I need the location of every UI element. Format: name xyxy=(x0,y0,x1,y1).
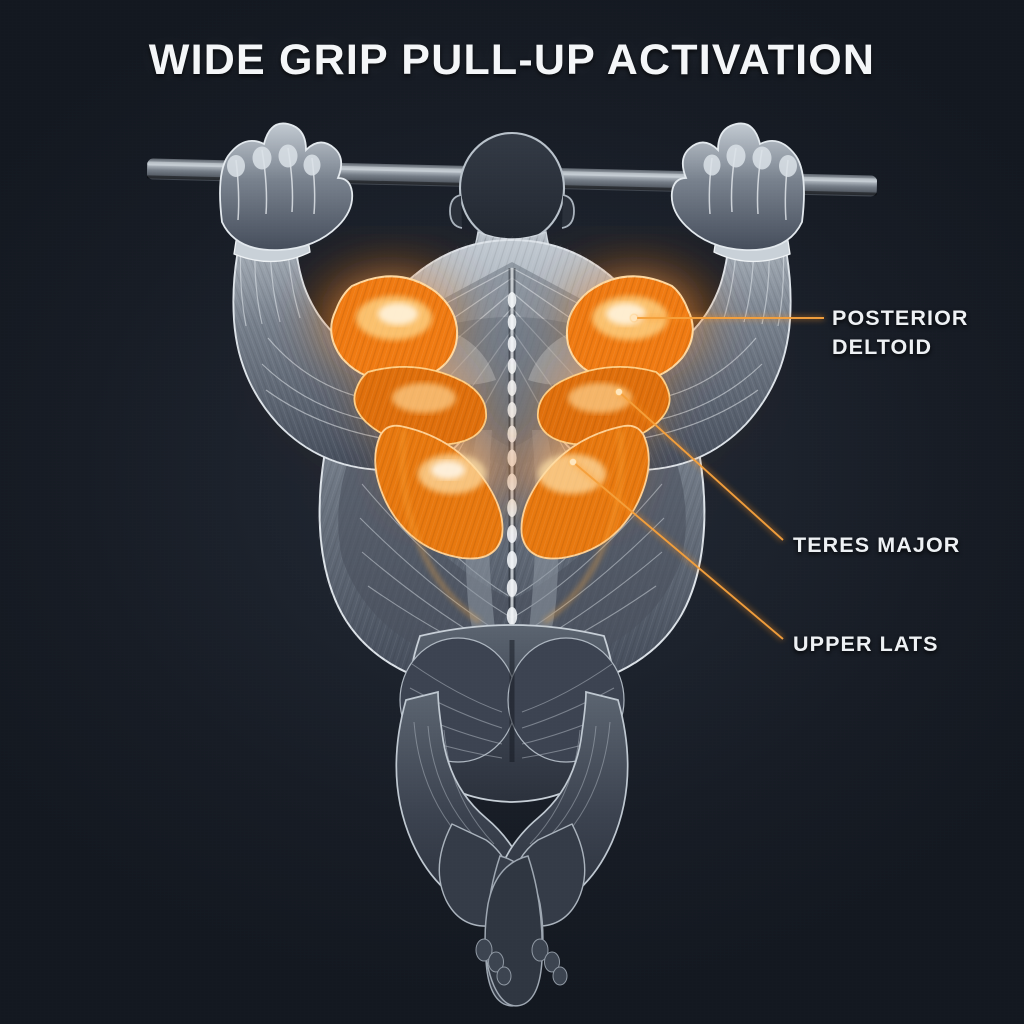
anchor-dot-upper-lats xyxy=(569,458,577,466)
leader-line-teres-major xyxy=(618,391,784,541)
left-hand-grip xyxy=(219,122,354,251)
right-posterior-deltoid-highlight xyxy=(566,275,694,382)
activated-muscles xyxy=(304,260,722,623)
left-upper-lats-highlight xyxy=(374,424,504,560)
page-title: WIDE GRIP PULL-UP ACTIVATION xyxy=(148,36,876,84)
label-upper-lats: UPPER LATS xyxy=(793,632,939,656)
leader-line-upper-lats xyxy=(572,461,784,640)
right-hand-grip xyxy=(670,122,805,251)
label-teres-major: TERES MAJOR xyxy=(793,533,961,557)
anchor-dot-teres-major xyxy=(615,388,623,396)
figure-body xyxy=(219,122,805,1007)
left-teres-major-highlight xyxy=(353,365,487,446)
head xyxy=(449,131,575,245)
left-posterior-deltoid-highlight xyxy=(330,275,458,382)
right-upper-lats-highlight xyxy=(520,424,650,560)
leader-lines xyxy=(569,314,824,641)
label-posterior-deltoid: POSTERIOR DELTOID xyxy=(832,306,969,359)
right-teres-major-highlight xyxy=(537,365,671,446)
anchor-dot-posterior-deltoid xyxy=(630,314,638,322)
feet-crossed xyxy=(475,855,568,1007)
